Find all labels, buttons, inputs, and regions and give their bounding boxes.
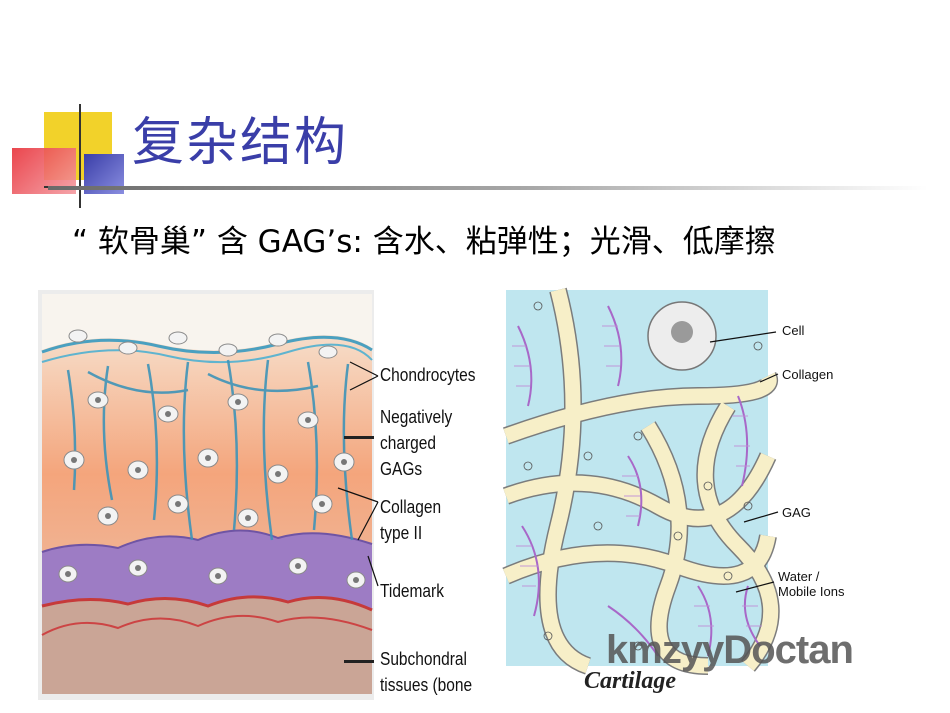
label-collagen-fibre: Collagen — [782, 367, 834, 382]
label-gag: GAG — [782, 505, 811, 520]
label-type-ii: type II — [380, 523, 423, 543]
label-gags: GAGs — [380, 459, 423, 479]
label-tissues-bone: tissues (bone — [380, 675, 473, 695]
cartilage-matrix-illustration — [502, 287, 780, 675]
label-cell: Cell — [782, 323, 805, 338]
label-chondrocytes: Chondrocytes — [380, 365, 476, 385]
slide-title: 复杂结构 — [132, 113, 349, 173]
slide-body-text: “ 软骨巢” 含 GAG’s: 含水、粘弹性；光滑、低摩擦 — [72, 224, 776, 260]
deco-vertical-line — [79, 104, 81, 208]
figure-caption-cartilage: Cartilage — [584, 668, 677, 694]
cartilage-section-figure: Chondrocytes Negatively charged GAGs Col… — [38, 290, 486, 700]
label-water: Water / — [778, 569, 820, 584]
label-collagen: Collagen — [380, 497, 442, 517]
label-negatively: Negatively — [380, 407, 453, 427]
label-tidemark: Tidemark — [380, 581, 444, 601]
label-mobile-ions: Mobile Ions — [778, 584, 845, 599]
label-charged: charged — [380, 433, 436, 453]
label-subchondral: Subchondral — [380, 649, 467, 669]
title-underline — [48, 186, 928, 190]
cartilage-section-illustration — [38, 290, 379, 700]
cartilage-matrix-figure: Cell Collagen GAG Water / Mobile Ions — [498, 286, 858, 696]
watermark-text: kmzyyDoctan — [606, 628, 854, 672]
